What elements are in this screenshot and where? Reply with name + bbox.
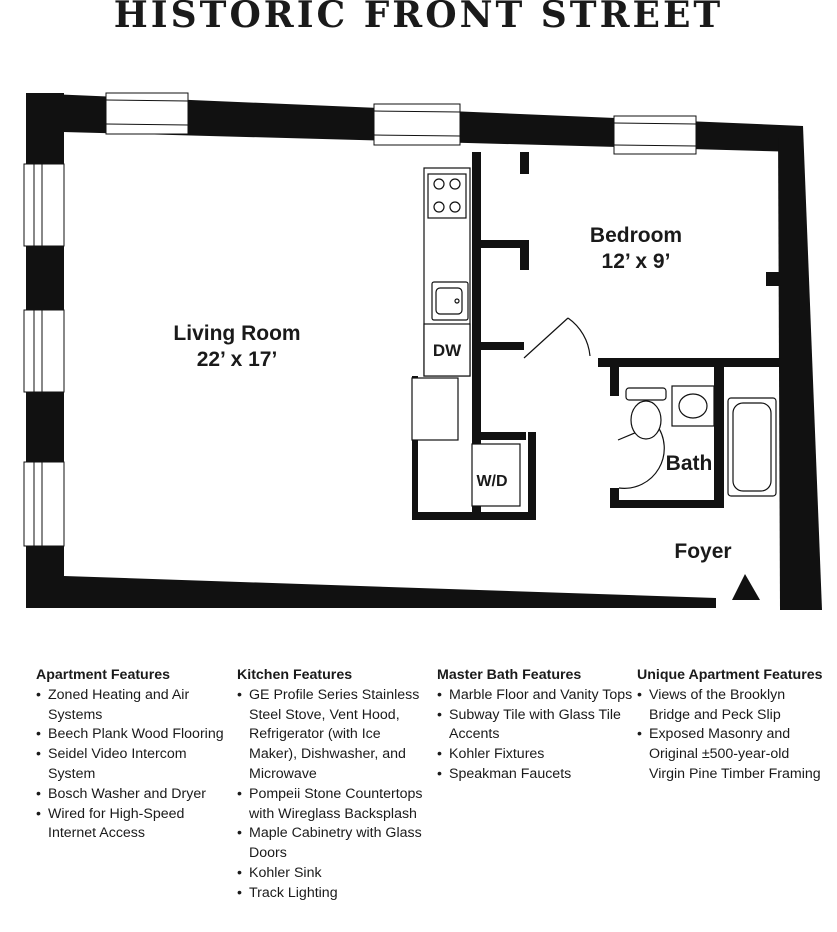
living-room-name: Living Room xyxy=(173,322,300,345)
master-bath-features-heading: Master Bath Features xyxy=(437,667,582,683)
list-item: Maple Cabinetry with Glass Doors xyxy=(237,824,427,864)
list-item: Kohler Sink xyxy=(237,864,427,884)
list-item: Kohler Fixtures xyxy=(437,745,637,765)
toilet-tank xyxy=(625,387,667,401)
bath-name: Bath xyxy=(666,452,713,475)
list-item: Beech Plank Wood Flooring xyxy=(36,725,226,745)
apartment-features: Apartment Features Zoned Heating and Air… xyxy=(36,666,226,844)
refrigerator xyxy=(411,377,459,441)
floor-plan: Living Room 22’ x 17’ Bedroom 12’ x 9’ B… xyxy=(23,92,822,610)
windows xyxy=(23,92,697,547)
bedroom-name: Bedroom xyxy=(590,224,682,247)
dishwasher xyxy=(423,323,471,377)
kitchen xyxy=(411,167,521,507)
bedroom-bottom-wall xyxy=(598,358,786,367)
kitchen-features-heading: Kitchen Features xyxy=(237,667,353,683)
bedroom-size: 12’ x 9’ xyxy=(602,250,671,273)
list-item: Pompeii Stone Countertops with Wireglass… xyxy=(237,785,427,825)
list-item: GE Profile Series Stainless Steel Stove,… xyxy=(237,686,427,785)
kitchen-features: Kitchen Features GE Profile Series Stain… xyxy=(237,666,427,904)
washer-dryer-label: W/D xyxy=(476,473,507,490)
living-room-size: 22’ x 17’ xyxy=(197,348,278,371)
list-item: Speakman Faucets xyxy=(437,765,637,785)
bath-fixtures xyxy=(625,385,777,497)
bottom-wall xyxy=(26,576,716,608)
list-item: Wired for High-Speed Internet Access xyxy=(36,805,226,845)
vanity-sink xyxy=(678,393,708,419)
unique-features-heading: Unique Apartment Features xyxy=(637,667,823,683)
list-item: Bosch Washer and Dryer xyxy=(36,785,226,805)
dishwasher-label: DW xyxy=(433,341,462,360)
list-item: Track Lighting xyxy=(237,884,427,904)
list-item: Views of the Brooklyn Bridge and Peck Sl… xyxy=(637,686,827,726)
list-item: Marble Floor and Vanity Tops xyxy=(437,686,637,706)
interior-walls xyxy=(412,152,786,520)
list-item: Exposed Masonry and Original ±500-year-o… xyxy=(637,725,827,784)
list-item: Seidel Video Intercom System xyxy=(36,745,226,785)
list-item: Subway Tile with Glass Tile Accents xyxy=(437,706,637,746)
page-title: HISTORIC FRONT STREET xyxy=(113,0,724,36)
foyer-name: Foyer xyxy=(674,540,731,563)
right-wall xyxy=(778,126,822,610)
apartment-features-heading: Apartment Features xyxy=(36,667,171,683)
unique-features: Unique Apartment Features Views of the B… xyxy=(637,666,827,785)
toilet-bowl xyxy=(630,400,662,440)
right-wall-pier xyxy=(766,272,782,286)
master-bath-features: Master Bath Features Marble Floor and Va… xyxy=(437,666,637,785)
bath-left-wall xyxy=(610,358,619,396)
list-item: Zoned Heating and Air Systems xyxy=(36,686,226,726)
washer-dryer xyxy=(471,443,521,507)
stove xyxy=(427,173,467,219)
entry-arrow-icon xyxy=(732,574,760,600)
